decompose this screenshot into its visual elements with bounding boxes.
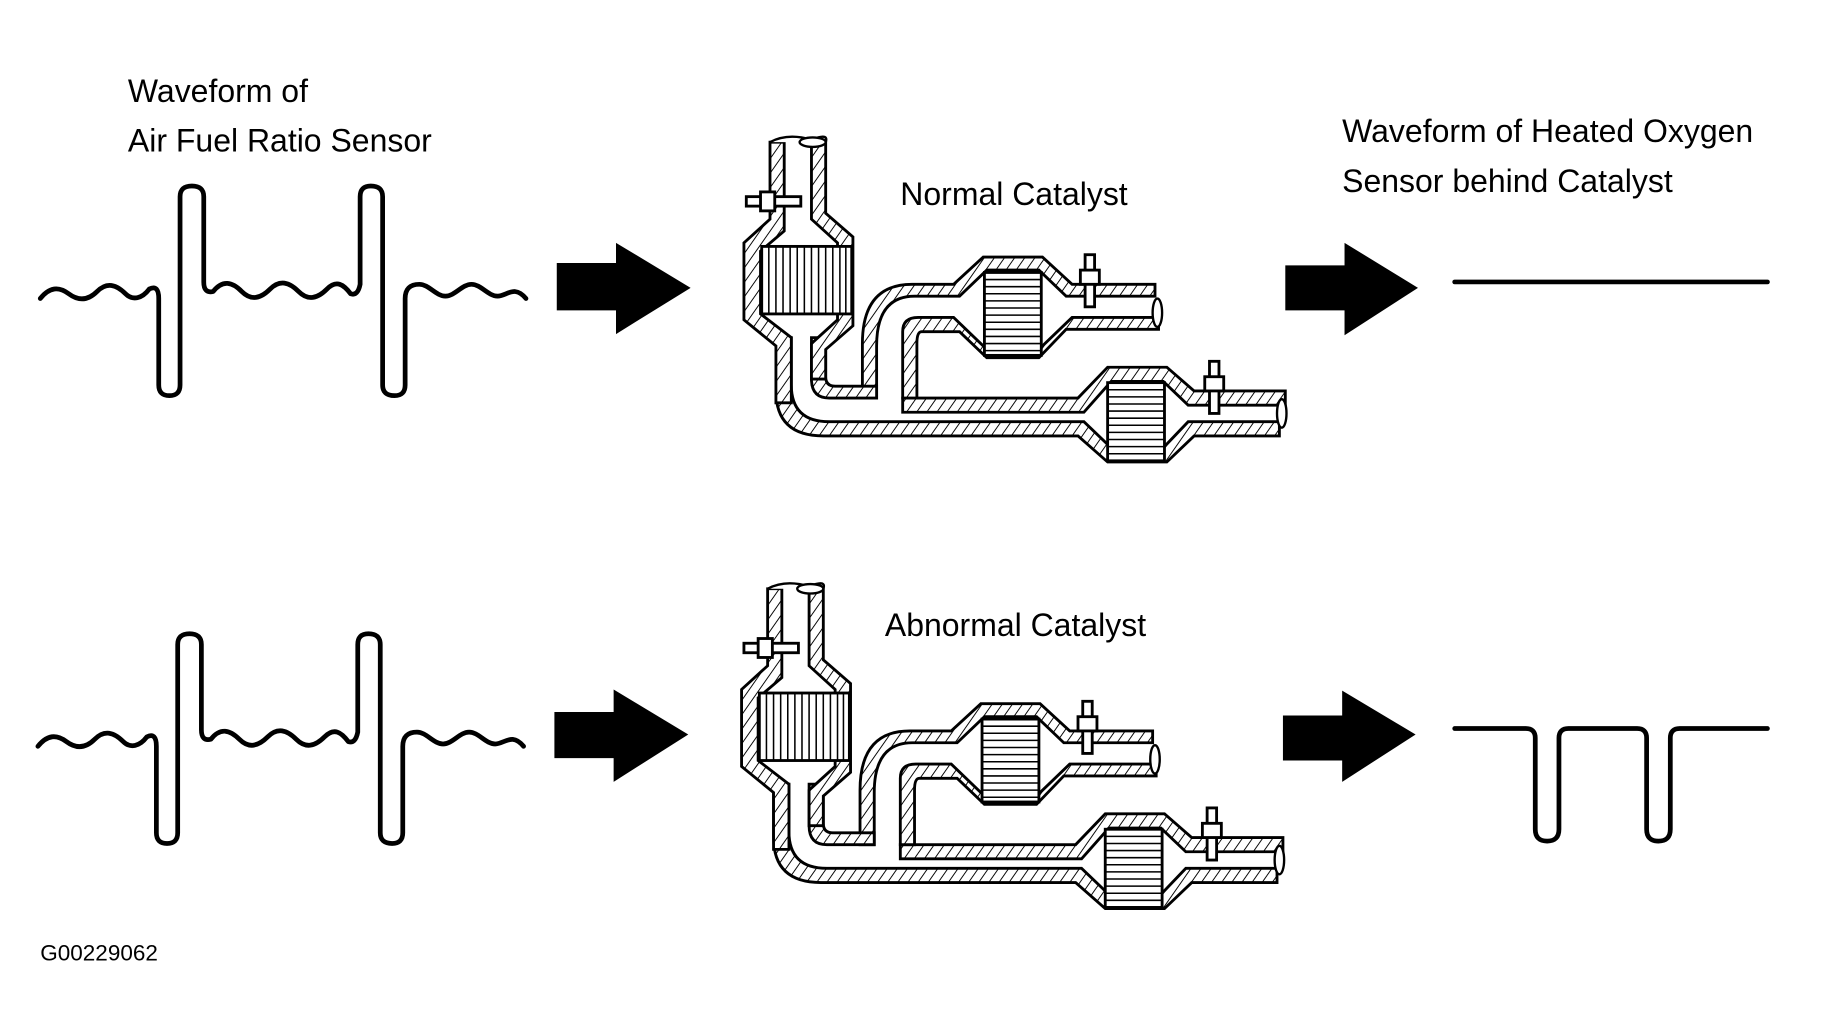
right-title-line1: Waveform of Heated Oxygen [1342, 113, 1753, 149]
air-fuel-ratio-waveform [40, 186, 526, 396]
air-fuel-ratio-waveform [38, 634, 524, 844]
left-title-line2: Air Fuel Ratio Sensor [128, 123, 432, 159]
arrow-right-icon [556, 242, 691, 335]
figure-code: G00229062 [40, 941, 158, 966]
arrow-right-icon [554, 689, 689, 782]
arrow-right-icon [1282, 690, 1416, 782]
right-title-line2: Sensor behind Catalyst [1342, 163, 1673, 199]
row-normal: Normal Catalyst [40, 135, 1770, 464]
row-abnormal: Abnormal Catalyst [38, 581, 1770, 911]
arrow-right-icon [1285, 242, 1418, 336]
oxygen-sensor-waveform-dips [1452, 726, 1770, 844]
left-title-line1: Waveform of [128, 73, 308, 109]
catalyst-label-normal: Normal Catalyst [900, 176, 1128, 212]
catalyst-label-abnormal: Abnormal Catalyst [885, 607, 1146, 643]
